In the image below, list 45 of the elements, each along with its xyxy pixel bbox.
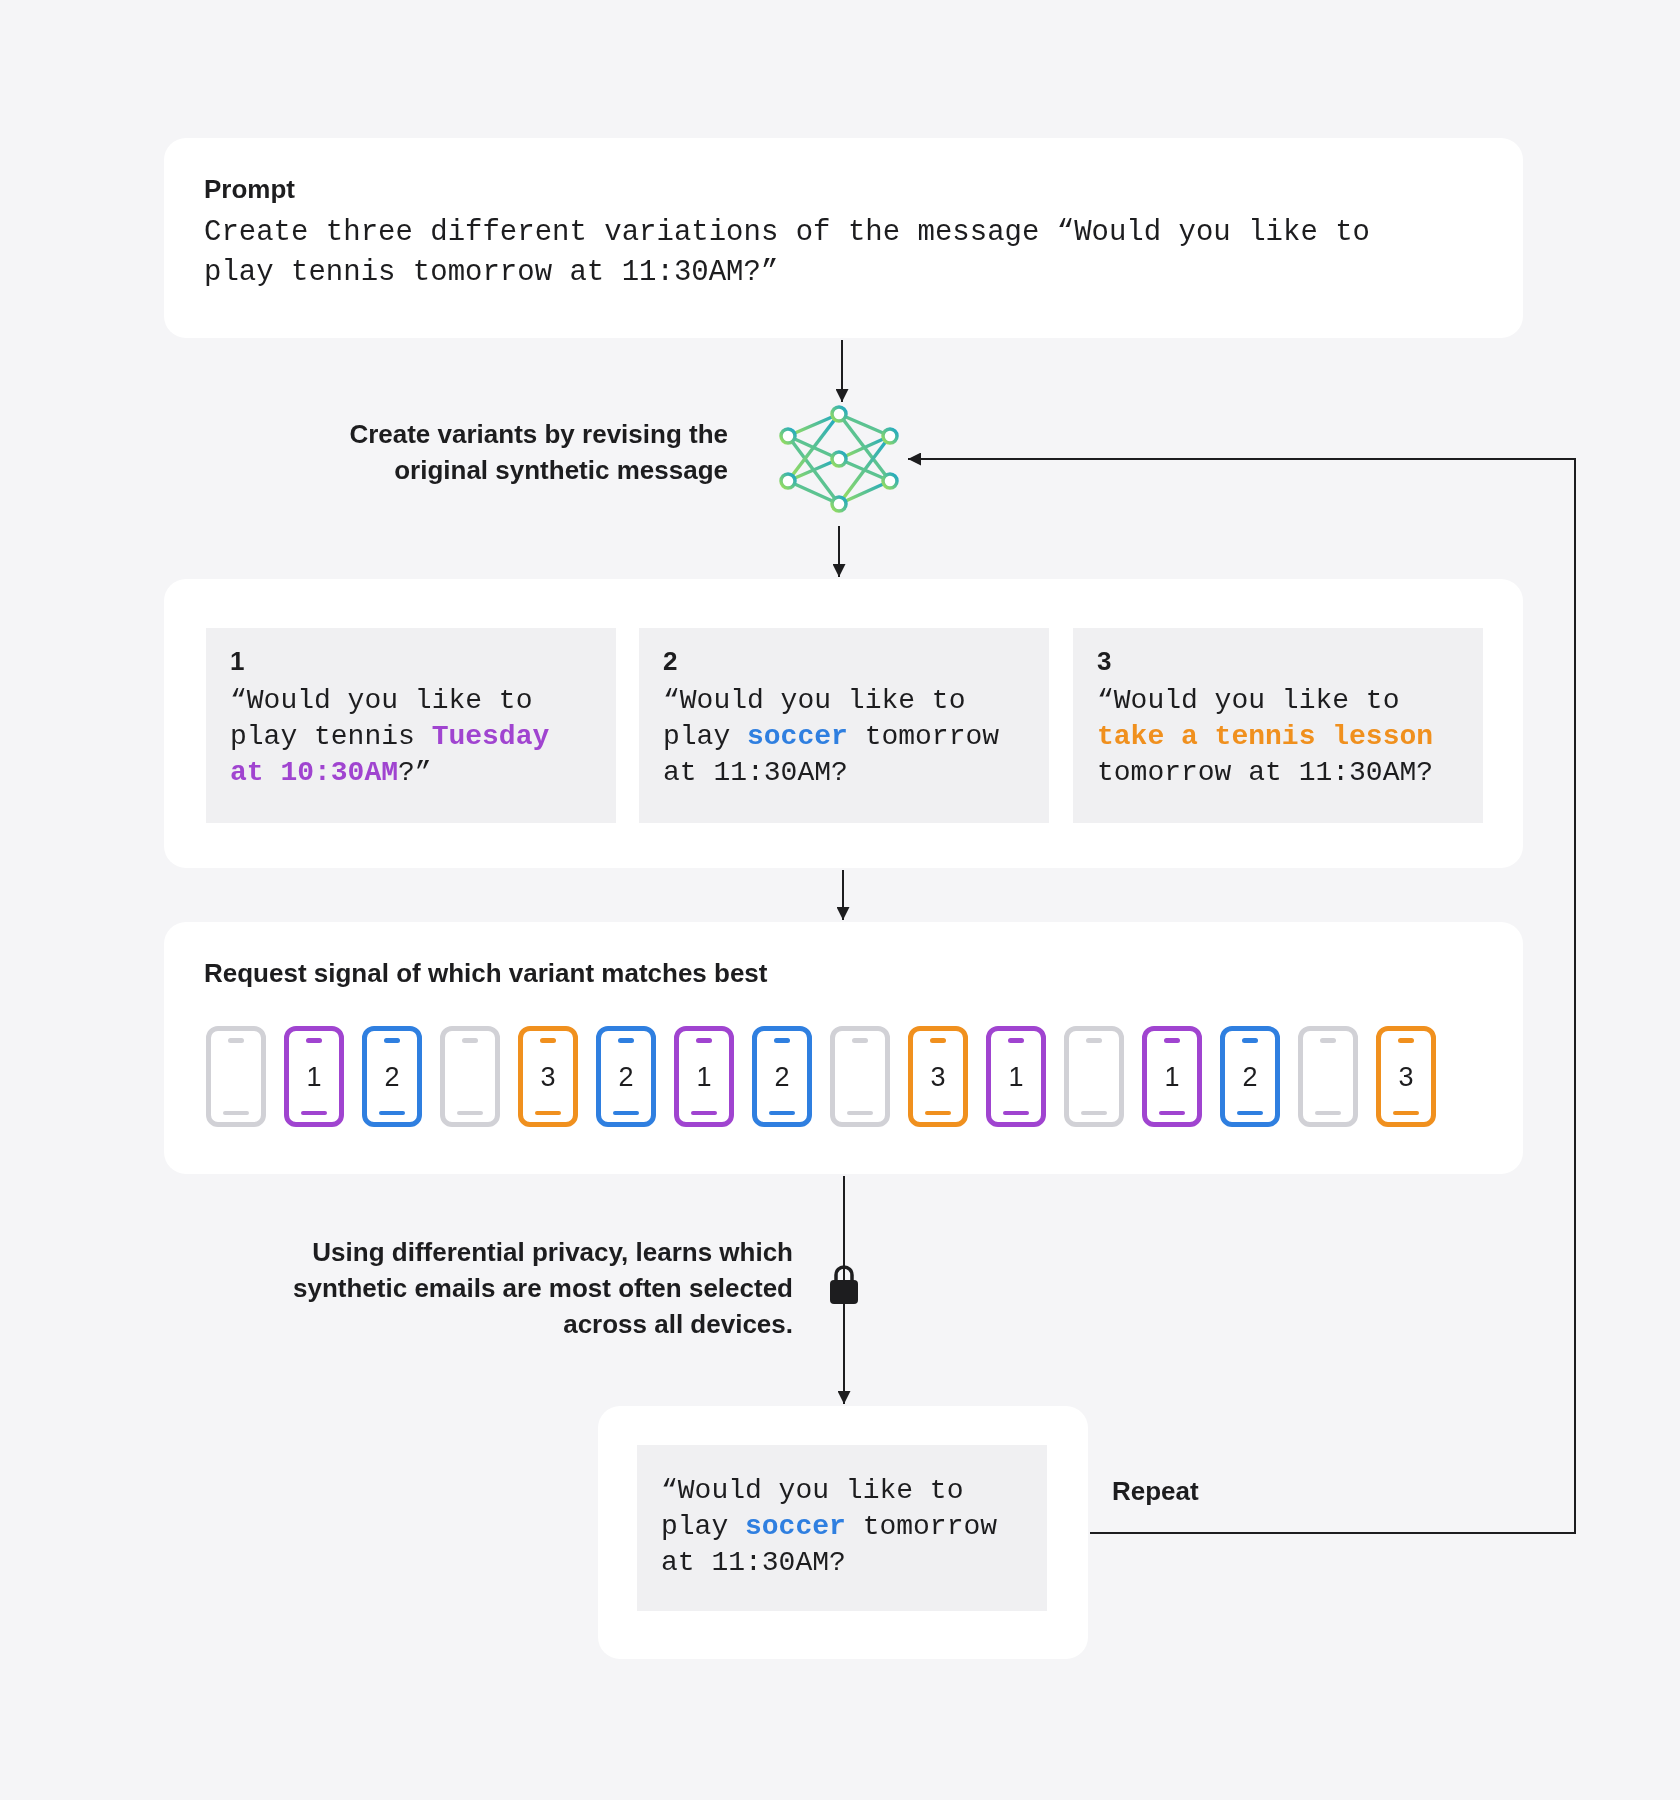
request-panel (164, 922, 1523, 1174)
panel-heading: Request signal of which variant matches best (204, 958, 768, 989)
phone-icon (1298, 1026, 1358, 1127)
phone-icon (986, 1026, 1046, 1127)
phone-icon (752, 1026, 812, 1127)
phone-icon (206, 1026, 266, 1127)
phone-icon (596, 1026, 656, 1127)
phone-icon (440, 1026, 500, 1127)
phone-icon (1220, 1026, 1280, 1127)
phone-icon (908, 1026, 968, 1127)
variant-number: 1 (230, 646, 245, 677)
phone-number: 1 (1163, 1061, 1181, 1092)
phone-icon (518, 1026, 578, 1127)
phone-number: 1 (1007, 1061, 1025, 1092)
phone-icon (830, 1026, 890, 1127)
phone-number: 3 (1397, 1061, 1415, 1092)
variant-number: 2 (663, 646, 678, 677)
phone-icon (1064, 1026, 1124, 1127)
arrow (832, 525, 846, 578)
panel-heading: Prompt (204, 174, 295, 205)
variant-number: 3 (1097, 646, 1112, 677)
phone-number: 2 (1241, 1061, 1259, 1092)
message-text: “Would you like to take a tennis lesson tomorrow at 11:30AM? (1097, 684, 1435, 790)
step-caption: Create variants by revising the original synthetic message (348, 418, 728, 487)
arrow (835, 339, 849, 403)
message-text: “Would you like to play soccer tomorrow at 11:30AM? (661, 1474, 999, 1580)
phone-icon (284, 1026, 344, 1127)
message-text: “Would you like to play soccer tomorrow at 11:30AM? (663, 684, 1001, 790)
privacy-note: Using differential privacy, learns which synthetic emails are most often selected across all devices. (292, 1236, 793, 1341)
phone-number: 3 (929, 1061, 947, 1092)
phone-icon (362, 1026, 422, 1127)
phone-number: 3 (539, 1061, 557, 1092)
prompt-text: Create three different variations of the message “Would you like to play tennis tomorrow at 11:30AM?” (204, 215, 1371, 291)
phone-icon (674, 1026, 734, 1127)
arrow (907, 452, 1576, 1534)
phone-number: 2 (773, 1061, 791, 1092)
phone-number: 2 (617, 1061, 635, 1092)
phone-icon (1376, 1026, 1436, 1127)
arrow (836, 869, 850, 921)
phone-number: 1 (695, 1061, 713, 1092)
phone-icon (1142, 1026, 1202, 1127)
arrow (837, 1175, 851, 1405)
message-text: “Would you like to play tennis Tuesday at 10:30AM?” (230, 684, 551, 790)
phone-number: 1 (305, 1061, 323, 1092)
phone-number: 2 (383, 1061, 401, 1092)
